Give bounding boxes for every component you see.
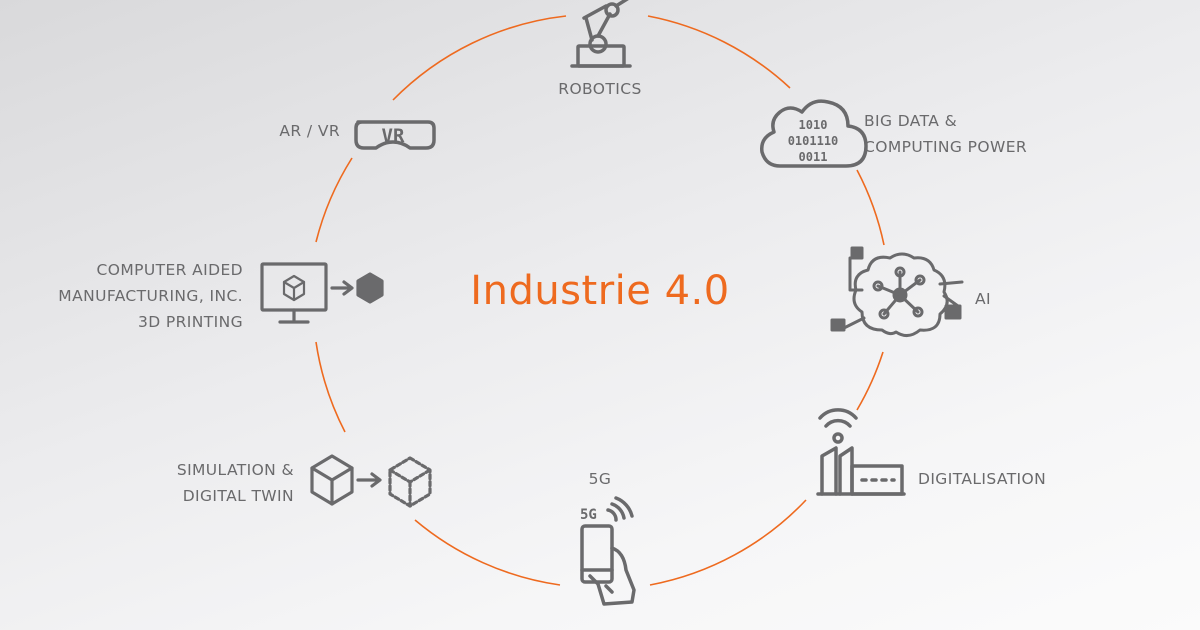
cam-label: COMPUTER AIDED MANUFACTURING, INC. 3D PR… xyxy=(58,261,243,331)
binary-line: 1010 xyxy=(799,118,828,132)
binary-line: 0011 xyxy=(799,150,828,164)
ring-arc xyxy=(649,499,807,586)
ring-arc xyxy=(856,169,885,246)
ring-arc xyxy=(856,351,884,411)
binary-line: 0101110 xyxy=(788,134,839,148)
5g-badge: 5G xyxy=(580,507,597,523)
5g-label: 5G xyxy=(588,470,612,488)
vr-badge: VR xyxy=(382,125,405,147)
ar-vr-label: AR / VR xyxy=(279,122,340,140)
brain-circuit-icon xyxy=(830,246,964,337)
vr-goggles-icon: VR xyxy=(354,120,436,150)
cloud-binary-icon: 1010 0101110 0011 xyxy=(760,99,868,168)
ring-arc xyxy=(315,341,346,433)
ring-arc xyxy=(647,15,791,89)
robotics-label: ROBOTICS xyxy=(558,80,642,98)
diagram-title: Industrie 4.0 xyxy=(470,268,730,314)
ring-arc xyxy=(392,15,567,101)
smart-factory-icon xyxy=(816,408,906,496)
ring-arc xyxy=(414,519,561,586)
monitor-to-hexagon-icon xyxy=(260,262,384,324)
ai-label: AI xyxy=(975,290,991,308)
cycle-ring xyxy=(315,15,885,586)
robot-arm-icon xyxy=(570,0,632,68)
simulation-label: SIMULATION & DIGITAL TWIN xyxy=(176,461,294,505)
cube-to-wireframe-icon xyxy=(310,454,432,508)
big-data-label: BIG DATA & COMPUTING POWER xyxy=(864,112,1028,156)
ring-arc xyxy=(315,157,353,243)
digitalisation-label: DIGITALISATION xyxy=(918,470,1047,488)
smartphone-5g-icon: 5G xyxy=(580,496,636,606)
